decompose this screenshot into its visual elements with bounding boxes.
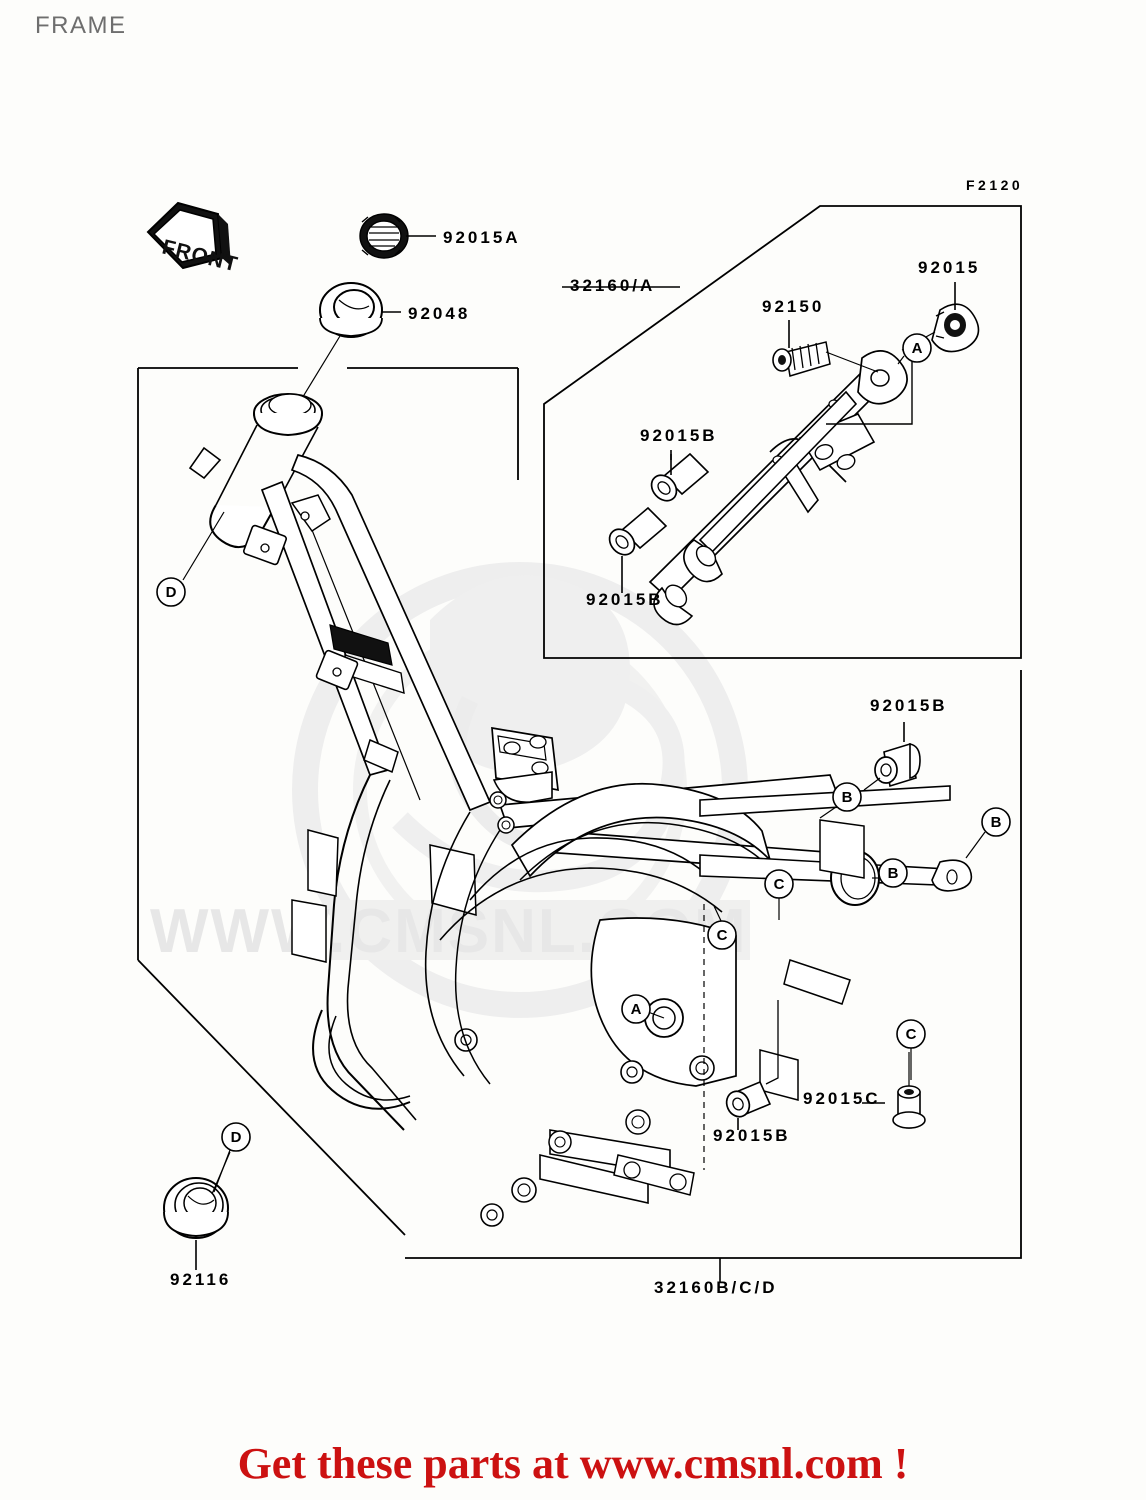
callout-c: C xyxy=(707,920,737,950)
part-92015A-nut xyxy=(359,213,436,259)
part-number-label: 92150 xyxy=(762,297,824,316)
parts-diagram: WWW.CMSNL.COM FRONT xyxy=(137,177,1023,1297)
part-number-label: 32160/A xyxy=(570,276,655,295)
callout-circle xyxy=(764,869,794,899)
callout-b: B xyxy=(981,807,1011,837)
callout-b: B xyxy=(832,782,862,812)
callout-d: D xyxy=(221,1122,251,1152)
callout-circles: D A B B B C C A C D xyxy=(156,333,1011,1152)
callout-letter: D xyxy=(231,1129,242,1146)
callout-circle xyxy=(981,807,1011,837)
callout-letter: B xyxy=(991,814,1002,831)
callout-letter: B xyxy=(888,865,899,882)
part-92150-bolt xyxy=(772,341,879,377)
frame-main-body xyxy=(424,726,973,1227)
callout-connectors xyxy=(213,806,986,1193)
part-number-labels: 92015A 92048 32160/A 92150 92015 92015B 92015B… xyxy=(170,228,980,1297)
page-title: FRAME xyxy=(35,12,127,39)
callout-circle xyxy=(621,994,651,1024)
part-92015C-bushing xyxy=(862,1052,926,1129)
part-number-label: 92015A xyxy=(443,228,521,247)
part-number-label: 32160B/C/D xyxy=(654,1278,778,1297)
callout-a: A xyxy=(621,994,651,1024)
part-92015B-collar-lower xyxy=(608,506,668,556)
part-number-label: 92015B xyxy=(640,426,718,445)
callout-circle xyxy=(878,858,908,888)
part-number-label: 92015 xyxy=(918,258,980,277)
part-92015B-lower-collar xyxy=(725,1000,779,1130)
part-92116-bearing xyxy=(163,1151,231,1270)
leader-lines xyxy=(182,282,956,1282)
callout-d: D xyxy=(156,577,186,607)
sidestand-assembly xyxy=(608,303,980,626)
part-number-label: 92015B xyxy=(713,1126,791,1145)
callout-circle xyxy=(896,1019,926,1049)
callout-b: B xyxy=(878,858,908,888)
part-number-label: 92048 xyxy=(408,304,470,323)
front-arrow-badge: FRONT xyxy=(146,201,240,277)
part-92015B-collar-upper xyxy=(650,452,710,502)
callout-c: C xyxy=(896,1019,926,1049)
callout-letter: A xyxy=(912,340,923,357)
frame-left-panel xyxy=(137,367,519,1236)
sheet-code: F2120 xyxy=(966,177,1023,193)
callout-circle xyxy=(156,577,186,607)
part-number-label: 92015C xyxy=(803,1089,881,1108)
callout-circle xyxy=(707,920,737,950)
part-92048-bearing xyxy=(289,282,401,419)
callout-c: C xyxy=(764,869,794,899)
part-number-label: 92015B xyxy=(870,696,948,715)
callout-letter: B xyxy=(842,789,853,806)
callout-circle xyxy=(902,333,932,363)
frame-head-tube xyxy=(188,393,492,1131)
callout-circle xyxy=(832,782,862,812)
part-92015B-right-collar xyxy=(863,722,921,791)
callout-letter: A xyxy=(631,1001,642,1018)
callout-letter: C xyxy=(906,1026,917,1043)
part-number-label: 92116 xyxy=(170,1270,231,1289)
frame-lower-panel xyxy=(405,670,1022,1259)
footer-promo-text: Get these parts at www.cmsnl.com ! xyxy=(237,1439,909,1488)
callout-a: A xyxy=(902,333,932,363)
part-number-label: 92015B xyxy=(586,590,664,609)
callout-letter: C xyxy=(774,876,785,893)
sidestand-inset-panel xyxy=(543,205,1022,659)
part-92015-nut xyxy=(931,303,980,353)
callout-letter: C xyxy=(717,927,728,944)
callout-letter: D xyxy=(166,584,177,601)
callout-circle xyxy=(221,1122,251,1152)
